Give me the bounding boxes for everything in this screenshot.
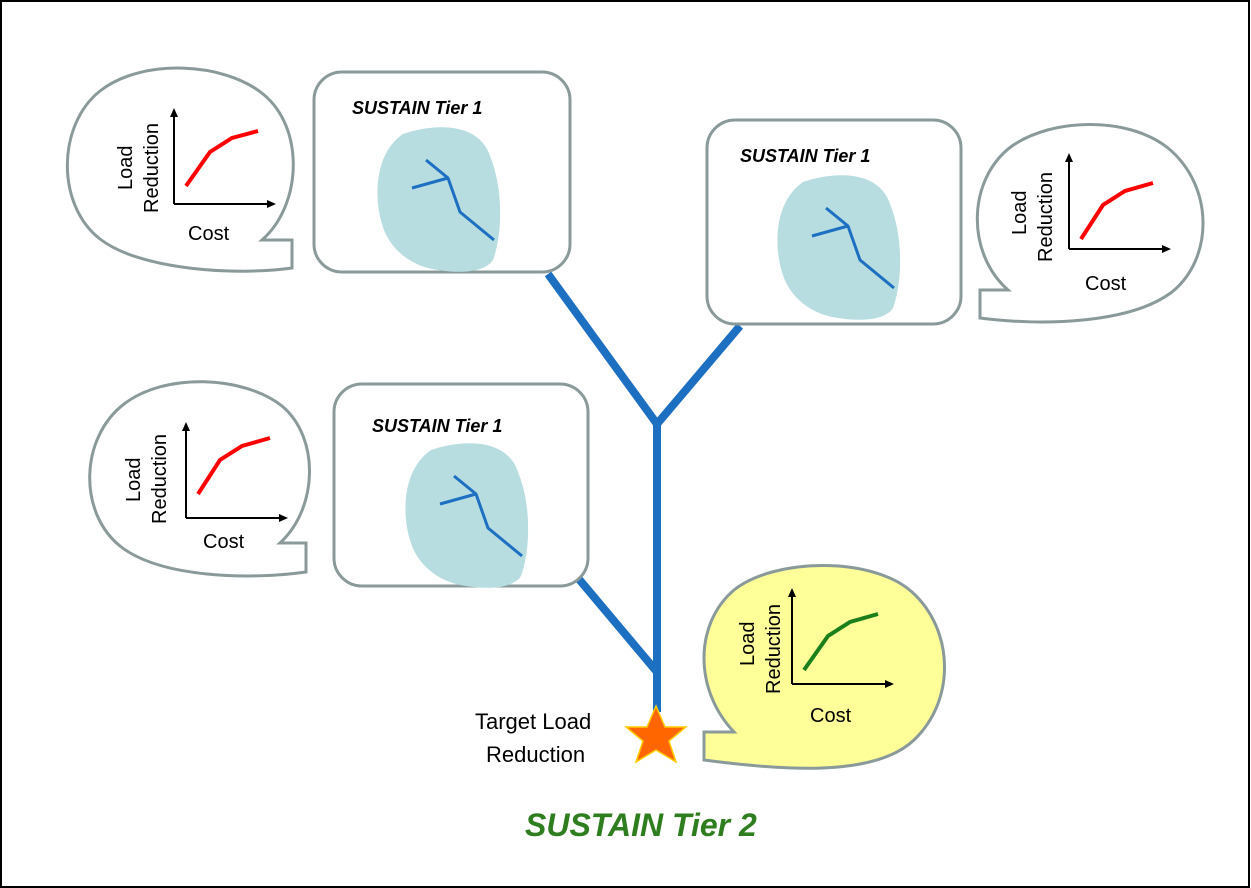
axis-label-load: Load (1009, 191, 1031, 236)
tier1-subwatershed-box-3: SUSTAIN Tier 1 (332, 382, 590, 590)
tier2-cost-curve-bubble: Load Reduction Cost (702, 564, 946, 770)
axis-label-cost: Cost (1085, 273, 1127, 295)
cost-curve-bubble-3: Load Reduction Cost (88, 380, 311, 578)
tier1-subwatershed-box-1: SUSTAIN Tier 1 (312, 70, 572, 274)
svg-text:Load: Load (115, 146, 137, 191)
axis-label-cost: Cost (810, 705, 852, 727)
axis-label-load: Load (123, 458, 145, 503)
cost-curve-bubble-1: Load Reduction Cost (65, 66, 295, 273)
target-label-line1: Target Load (475, 709, 591, 734)
svg-text:Reduction: Reduction (763, 604, 785, 694)
tier1-title: SUSTAIN Tier 1 (740, 146, 870, 166)
cost-curve-bubble-2: Load Reduction Cost (975, 123, 1205, 324)
stream-branch-upper-left (544, 271, 661, 427)
axis-label-reduction: Reduction (763, 604, 785, 694)
axis-label-cost: Cost (188, 223, 230, 245)
svg-text:Load: Load (737, 622, 759, 667)
cost-curve-line (1079, 181, 1154, 241)
tier1-subwatershed-box-2: SUSTAIN Tier 1 (705, 118, 963, 326)
cost-curve-line (184, 129, 259, 188)
stream-branch-lower-left (574, 575, 661, 675)
svg-text:Reduction: Reduction (149, 434, 171, 524)
tier1-title: SUSTAIN Tier 1 (352, 98, 482, 118)
stream-branch-upper-right (653, 323, 744, 427)
axis-label-reduction: Reduction (141, 123, 163, 213)
svg-text:Load: Load (123, 458, 145, 503)
cost-curve-line (196, 436, 271, 496)
axis-label-load: Load (737, 622, 759, 667)
axis-label-reduction: Reduction (149, 434, 171, 524)
stream-network (544, 271, 744, 712)
svg-text:Reduction: Reduction (1035, 172, 1057, 262)
axis-label-cost: Cost (203, 531, 245, 553)
axis-label-load: Load (115, 146, 137, 191)
axis-label-reduction: Reduction (1035, 172, 1057, 262)
star-icon (623, 704, 689, 764)
tier1-title: SUSTAIN Tier 1 (372, 416, 502, 436)
svg-text:Load: Load (1009, 191, 1031, 236)
svg-text:Reduction: Reduction (141, 123, 163, 213)
target-label-line2: Reduction (486, 742, 585, 767)
tier2-cost-curve-line (802, 612, 879, 672)
tier2-caption: SUSTAIN Tier 2 (525, 807, 757, 843)
